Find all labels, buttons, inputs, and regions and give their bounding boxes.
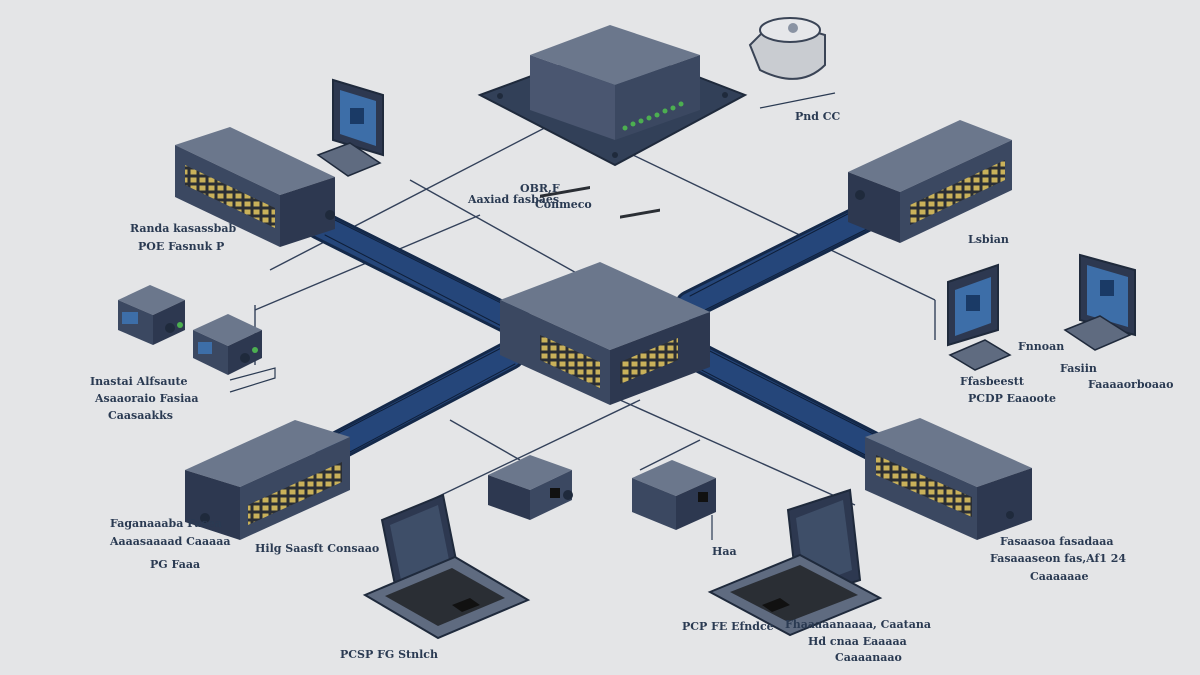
label-bottom-left-switch: Hilg Saasft Consaao (255, 542, 379, 555)
central-poe-switch (500, 185, 710, 405)
label-right-mid-d: PCDP Eaaoote (968, 392, 1056, 405)
dome-camera (748, 17, 826, 80)
label-left-switch-b: POE Fasnuk P (138, 240, 224, 253)
poe-switch-right (848, 120, 1012, 243)
label-left-small-a: Inastai Alfsaute (90, 375, 188, 388)
link-line (409, 179, 581, 276)
label-bottom-center-b: Hd cnaa Eaaaaa (808, 635, 907, 648)
label-laptop-right: PCP FE Efndce (682, 620, 774, 633)
switch-ports (248, 462, 342, 525)
media-converter-left (488, 455, 573, 520)
switch-ports (876, 455, 972, 517)
label-center-top-c: Conmeco (535, 198, 592, 211)
label-right-mid-b: Fasiin (1060, 362, 1097, 375)
label-left-switch-a: Randa kasassbab (130, 222, 236, 235)
label-right-mid-c: Ffasbeestt (960, 375, 1025, 388)
cable-bundle-inner (318, 343, 522, 462)
central-ports-right (620, 338, 678, 384)
monitor-workstation-left (316, 78, 384, 177)
monitor-workstation-right-2 (1063, 253, 1136, 351)
media-converter-right (632, 460, 716, 530)
poe-injector-2 (193, 314, 262, 375)
label-bottom-right-b: Fasaaaseon fas,Af1 24 (990, 552, 1126, 565)
label-bottom-left-a: Faganaaaba Fasea (110, 517, 222, 530)
label-right-switch: Lsbian (968, 233, 1009, 246)
ceiling-mount-box (477, 25, 748, 167)
label-center-top-a: Aaxiad fasbaes (467, 193, 559, 206)
cable-bundle-inner (678, 203, 882, 317)
label-center-top-b: OBR,F (520, 182, 560, 195)
laptop-left (362, 493, 531, 640)
label-bottom-left-c: PG Faaa (150, 558, 200, 571)
label-ceiling-ap: Pnd CC (795, 110, 841, 123)
link-line (269, 119, 561, 271)
poe-injector-1 (118, 285, 185, 345)
led-strip (622, 101, 684, 131)
label-left-small-c: Caasaakks (108, 409, 173, 422)
poe-switch-left (175, 127, 335, 247)
label-bottom-right-a: Fasaasoa fasadaaa (1000, 535, 1114, 548)
label-bottom-left-b: Aaaasaaaad Caaaaa (109, 535, 231, 548)
label-small-right: Haa (712, 545, 737, 558)
cable-bundle-inner (683, 343, 892, 462)
label-left-small-b: Asaaoraio Fasiaa (94, 392, 199, 405)
cable-bundles (305, 200, 895, 465)
label-right-mid-a: Fnnoan (1018, 340, 1064, 353)
label-bottom-center-a: Fhaaaaanaaaa, Caatana (785, 618, 931, 631)
label-laptop-left: PCSP FG Stnlch (340, 648, 438, 661)
label-bottom-center-c: Caaaanaao (835, 651, 902, 664)
laptop-right (707, 488, 883, 637)
label-right-mid-e: Faaaaorboaao (1088, 378, 1173, 391)
link-line (409, 399, 641, 511)
label-bottom-right-c: Caaaaaae (1030, 570, 1089, 583)
switch-ports (910, 160, 1005, 225)
monitor-workstation-right-1 (947, 263, 1012, 371)
central-ports-left (540, 335, 600, 388)
link-line (619, 399, 856, 506)
poe-switch-bottom-left (185, 420, 350, 540)
poe-switch-bottom-right (865, 418, 1032, 540)
link-line (449, 419, 521, 461)
link-line (639, 439, 701, 471)
switch-ports (185, 165, 275, 228)
cable-bundle-inner (308, 213, 532, 337)
